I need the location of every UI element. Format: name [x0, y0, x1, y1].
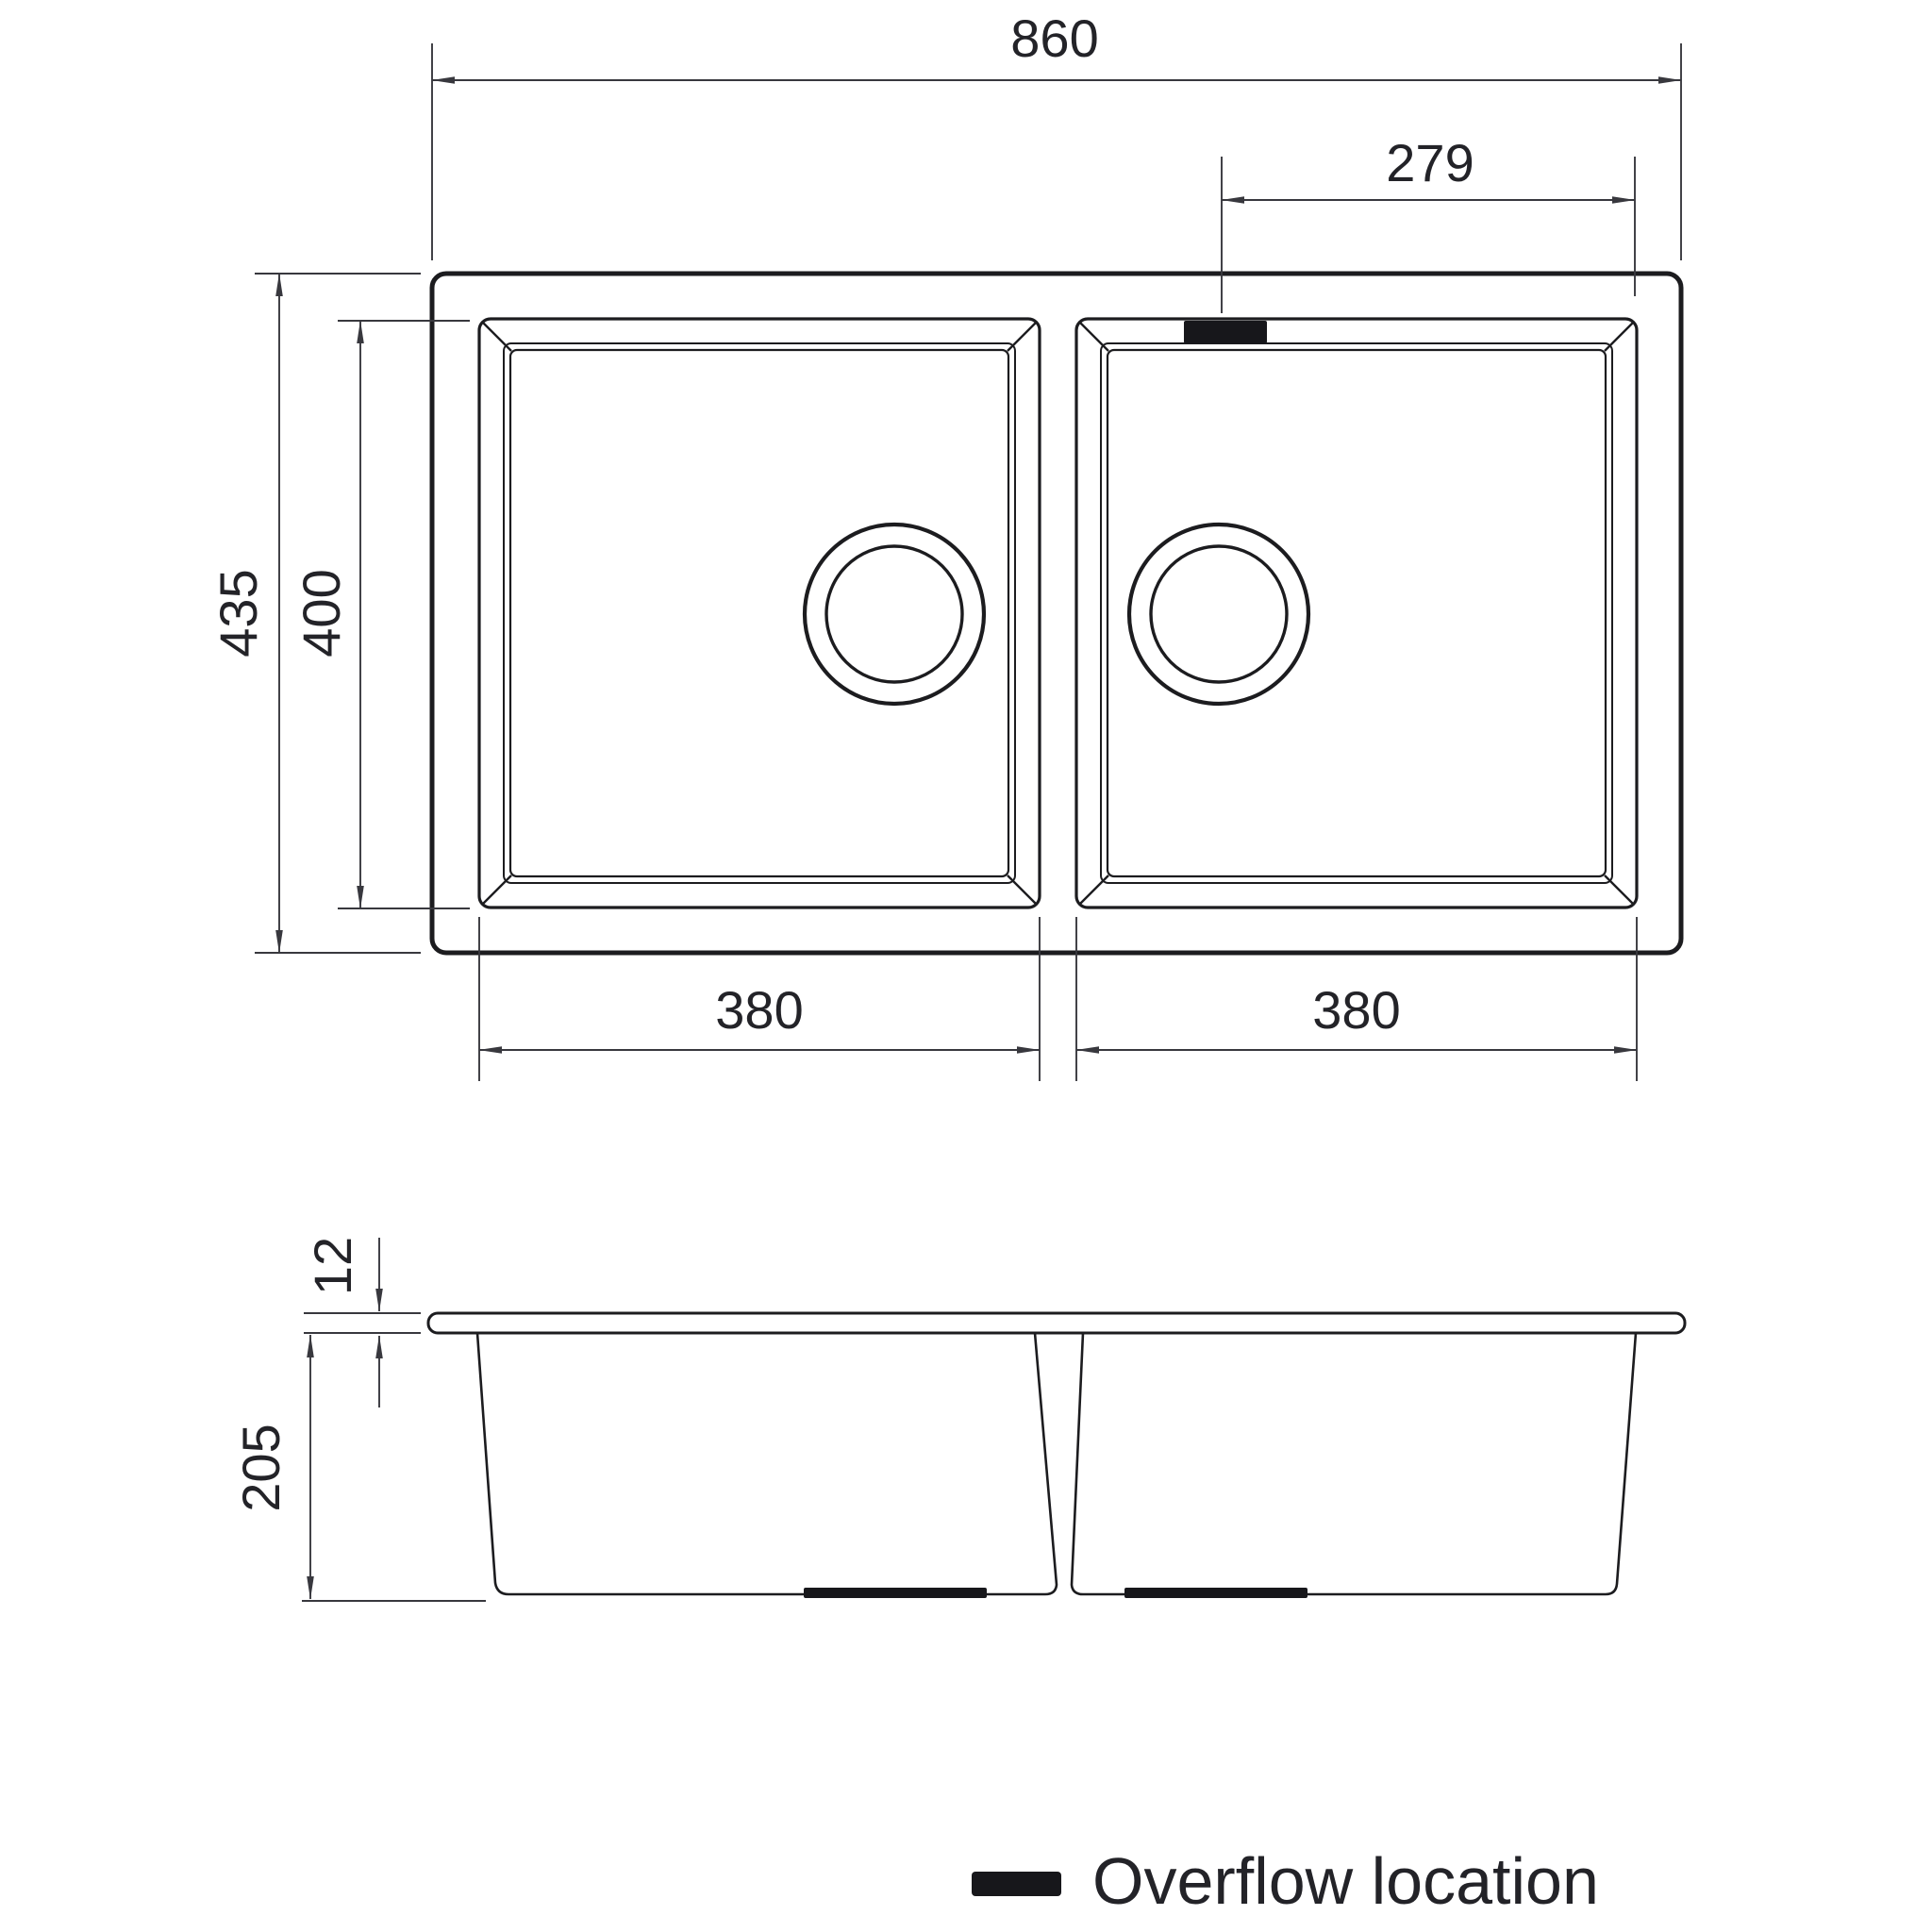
sink-outline	[429, 271, 1684, 956]
overflow-swatch	[972, 1872, 1061, 1896]
chamfer-line	[1007, 322, 1037, 352]
chamfer-line	[1604, 322, 1634, 352]
chamfer-line	[482, 322, 512, 352]
left-drain-recess	[804, 1588, 987, 1598]
dim-label-rim-thickness: 12	[303, 1237, 362, 1295]
left-drain-inner-circle	[824, 544, 964, 684]
dim-bowl-depth-plan: 400	[291, 320, 470, 909]
left-bowl-rim-inner	[508, 348, 1010, 878]
chamfer-line	[482, 874, 512, 905]
right-drain-inner-circle	[1149, 544, 1289, 684]
left-bowl-corner-chamfers	[482, 322, 1037, 905]
legend: Overflow location	[972, 1844, 1599, 1918]
chamfer-line	[1079, 322, 1109, 352]
chamfer-line	[1007, 874, 1037, 905]
dim-overall-depth: 435	[208, 273, 421, 954]
dim-label-overflow-offset: 279	[1386, 133, 1474, 192]
left-bowl-section	[475, 1332, 1058, 1596]
dim-overall-width: 860	[431, 8, 1682, 260]
dim-label-bowl-height: 205	[231, 1424, 291, 1511]
side-view: 12 205	[231, 1237, 1687, 1602]
right-bowl-rim-inner	[1106, 348, 1607, 878]
top-view: 860 279 435 400 380	[208, 8, 1684, 1081]
left-bowl	[477, 317, 1041, 909]
countertop-rim-section	[426, 1311, 1687, 1335]
dim-left-bowl-width: 380	[478, 917, 1041, 1081]
left-bowl-rim-outer	[477, 317, 1041, 909]
overflow-marker	[1184, 321, 1267, 343]
dim-label-overall-width: 860	[1010, 8, 1098, 68]
right-bowl-rim-mid	[1100, 342, 1613, 884]
dim-right-bowl-width: 380	[1075, 917, 1638, 1081]
dim-overflow-offset: 279	[1221, 133, 1636, 313]
left-drain-outer-circle	[802, 522, 987, 707]
right-drain-outer-circle	[1126, 522, 1311, 707]
right-bowl-rim-outer	[1074, 317, 1639, 909]
legend-label: Overflow location	[1092, 1844, 1599, 1918]
chamfer-line	[1079, 874, 1109, 905]
dim-label-left-bowl-width: 380	[715, 980, 803, 1040]
dim-label-overall-depth: 435	[208, 569, 268, 657]
chamfer-line	[1604, 874, 1634, 905]
dim-bowl-height: 205	[231, 1334, 486, 1602]
left-bowl-rim-mid	[503, 342, 1016, 884]
right-bowl-corner-chamfers	[1079, 322, 1634, 905]
right-bowl	[1074, 317, 1639, 909]
right-bowl-section	[1070, 1332, 1638, 1596]
dim-rim-thickness: 12	[303, 1237, 421, 1407]
dim-label-right-bowl-width: 380	[1312, 980, 1400, 1040]
right-drain-recess	[1124, 1588, 1307, 1598]
dim-label-bowl-depth-plan: 400	[291, 569, 351, 657]
